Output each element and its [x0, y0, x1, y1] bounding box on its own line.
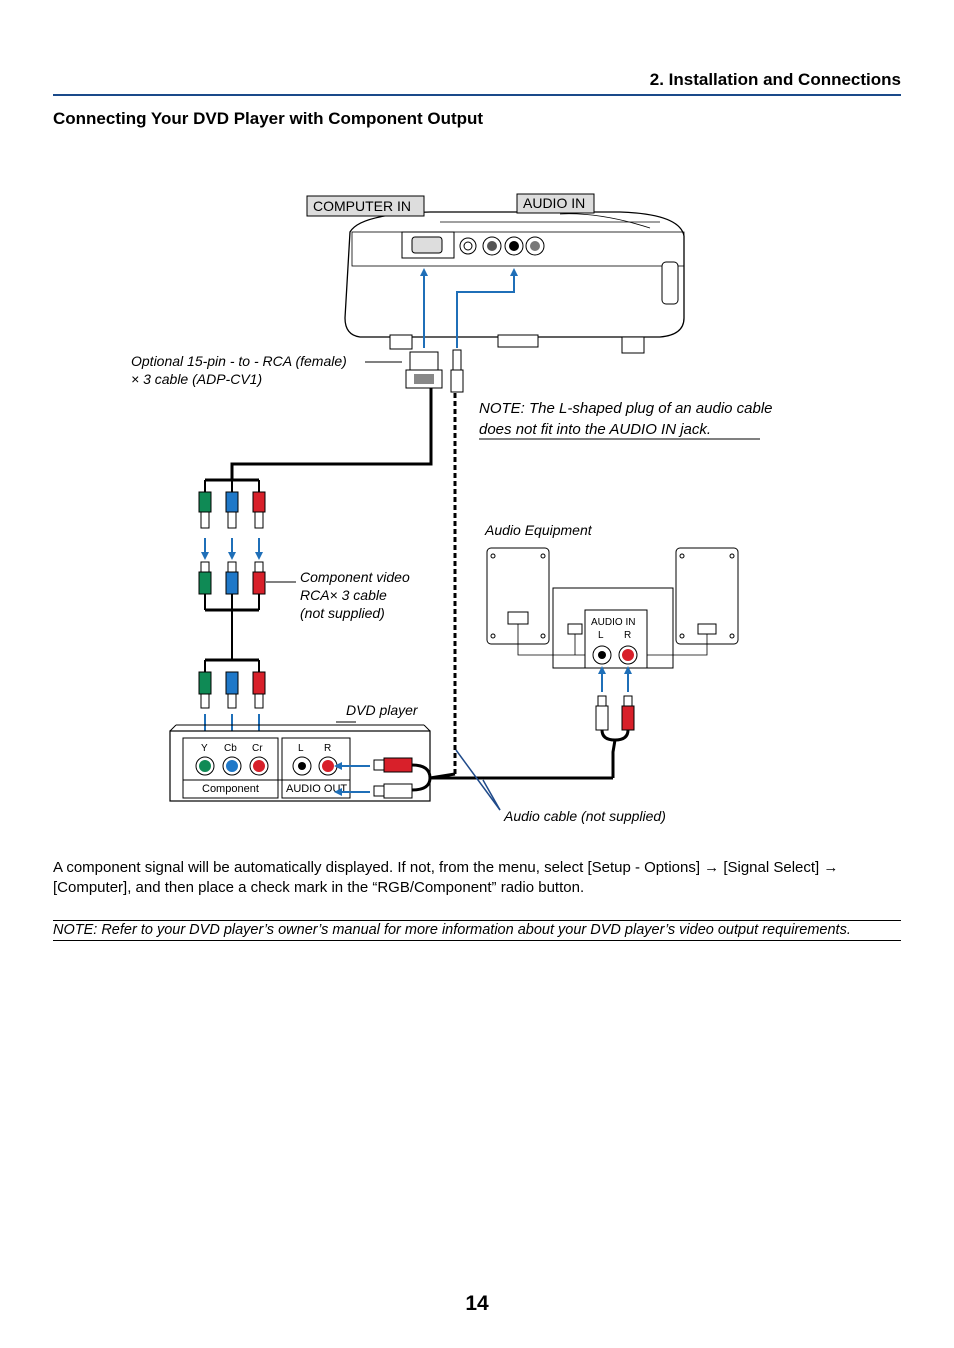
- component-video-label-line1: Component video: [300, 569, 410, 585]
- dvd-note-box: NOTE: Refer to your DVD player’s owner’s…: [53, 920, 901, 941]
- audio-in-port: [504, 236, 524, 256]
- audio-in-label: AUDIO IN: [523, 195, 585, 211]
- component-video-cable: [198, 561, 266, 709]
- dvd-audio-plugs: [373, 757, 613, 799]
- component-video-label-line2: RCA× 3 cable: [300, 587, 387, 603]
- dvd-cr-label: Cr: [252, 743, 263, 754]
- computer-in-port: [401, 231, 455, 259]
- dvd-note-text: NOTE: Refer to your DVD player’s owner’s…: [53, 922, 851, 938]
- computer-in-label-box: [306, 195, 425, 217]
- vga-plug: [405, 351, 443, 389]
- dvd-r-label: R: [324, 743, 331, 754]
- audio-cable-label: Audio cable (not supplied): [503, 808, 666, 824]
- dvd-cb-label: Cb: [224, 743, 237, 754]
- mini-jack-plug: [450, 349, 464, 393]
- upper-rca-plugs: [198, 480, 266, 529]
- equip-r-label: R: [624, 630, 631, 641]
- section-title: 2. Installation and Connections: [649, 70, 901, 89]
- dvd-component-label: Component: [202, 783, 259, 795]
- audio-equipment: [486, 547, 739, 669]
- equip-audio-plugs: [595, 695, 635, 778]
- dvd-player-label: DVD player: [346, 702, 419, 718]
- component-video-label-line3: (not supplied): [300, 605, 385, 621]
- dvd-audio-out-label: AUDIO OUT: [286, 783, 347, 795]
- l-plug-note-line1: NOTE: The L-shaped plug of an audio cabl…: [479, 400, 773, 417]
- audio-in-label-box: [516, 193, 595, 214]
- audio-equipment-label: Audio Equipment: [484, 522, 593, 538]
- page-number: 14: [465, 1292, 489, 1315]
- connection-diagram: COMPUTER IN AUDIO IN Optional 15-pin - t…: [131, 193, 773, 824]
- header-rule: [53, 94, 901, 96]
- computer-in-label: COMPUTER IN: [313, 198, 411, 214]
- optional-cable-label-line2: × 3 cable (ADP-CV1): [131, 371, 262, 387]
- dvd-l-label: L: [298, 743, 304, 754]
- equip-l-label: L: [598, 630, 604, 641]
- instruction-paragraph: A component signal will be automatically…: [53, 859, 839, 896]
- equip-audio-in-label: AUDIO IN: [591, 617, 635, 628]
- page-subheading: Connecting Your DVD Player with Componen…: [53, 109, 484, 128]
- dvd-y-label: Y: [201, 743, 208, 754]
- optional-cable-label-line1: Optional 15-pin - to - RCA (female): [131, 353, 347, 369]
- l-plug-note-line2: does not fit into the AUDIO IN jack.: [479, 421, 711, 438]
